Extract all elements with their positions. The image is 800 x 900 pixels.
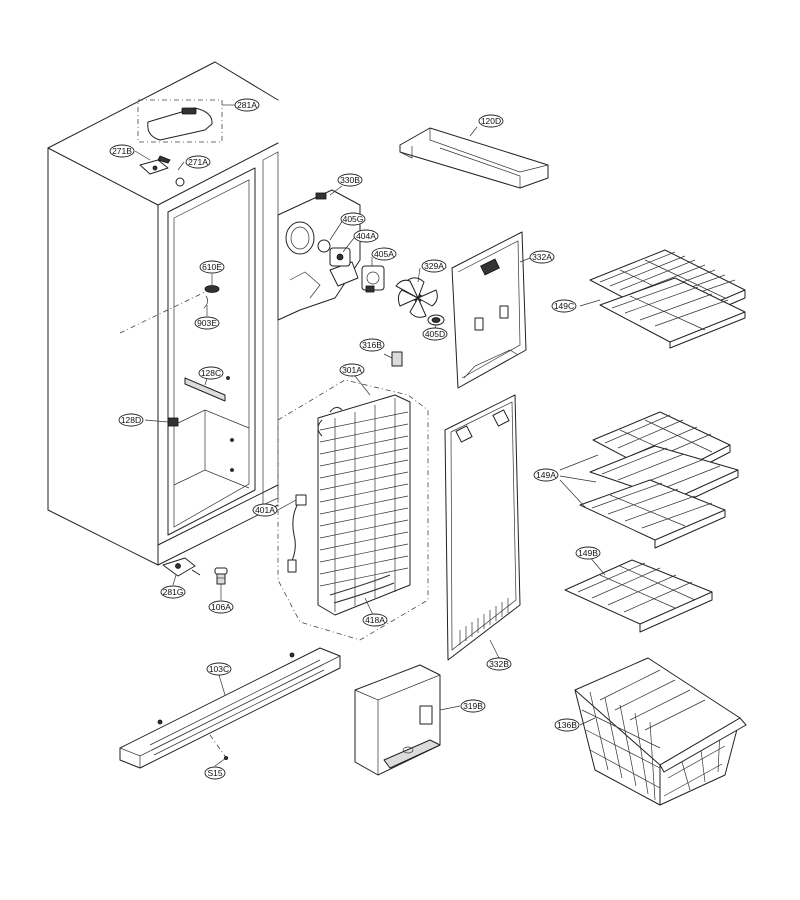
part-401A-heater-wire	[287, 494, 307, 573]
svg-text:128C: 128C	[201, 368, 221, 378]
callout-271A: 271A	[185, 155, 211, 169]
part-301A-evaporator	[277, 379, 429, 641]
svg-text:103C: 103C	[209, 664, 229, 674]
part-149B-shelf	[564, 559, 713, 633]
callout-405D: 405D	[422, 327, 448, 341]
svg-text:330B: 330B	[340, 175, 360, 185]
part-418A-drain-heater	[329, 574, 395, 604]
callout-316B: 316B	[359, 338, 385, 352]
part-120D-bracket	[399, 127, 549, 189]
callout-301A: 301A	[339, 363, 365, 377]
svg-text:319B: 319B	[463, 701, 483, 711]
callout-271B: 271B	[109, 144, 135, 158]
part-149C-shelves	[589, 249, 746, 349]
part-103C-base-grille	[119, 647, 341, 769]
svg-text:136B: 136B	[557, 720, 577, 730]
callout-281G: 281G	[160, 585, 186, 599]
svg-text:329A: 329A	[424, 261, 444, 271]
svg-text:332A: 332A	[532, 252, 552, 262]
svg-text:S15: S15	[207, 768, 222, 778]
callout-149B: 149B	[575, 546, 601, 560]
svg-text:106A: 106A	[211, 602, 231, 612]
svg-text:903E: 903E	[197, 318, 217, 328]
svg-text:149B: 149B	[578, 548, 598, 558]
svg-text:610E: 610E	[202, 262, 222, 272]
svg-text:405D: 405D	[425, 329, 445, 339]
callout-149C: 149C	[551, 299, 577, 313]
refrigerator-cabinet	[47, 61, 279, 566]
callout-332B: 332B	[486, 657, 512, 671]
part-404A-fan-motor	[317, 239, 351, 267]
callout-103C: 103C	[206, 662, 232, 676]
svg-text:401A: 401A	[255, 505, 275, 515]
callout-332A: 332A	[529, 250, 555, 264]
callout-128C: 128C	[198, 366, 224, 380]
svg-text:271A: 271A	[188, 157, 208, 167]
part-149A-shelves	[579, 411, 739, 549]
callout-329A: 329A	[421, 259, 447, 273]
callout-128D: 128D	[118, 413, 144, 427]
callout-281A: 281A	[234, 98, 260, 112]
callout-S15: S15	[204, 766, 226, 780]
part-281A-hinge-cover	[137, 99, 223, 143]
callout-136B: 136B	[554, 718, 580, 732]
svg-text:404A: 404A	[356, 231, 376, 241]
callout-405A: 405A	[371, 247, 397, 261]
callout-610E: 610E	[199, 260, 225, 274]
part-405A-motor	[361, 265, 385, 293]
leader-lines	[134, 104, 606, 767]
svg-text:271B: 271B	[112, 146, 132, 156]
svg-text:316B: 316B	[362, 340, 382, 350]
part-330B-fan-shroud	[277, 189, 361, 321]
svg-text:332B: 332B	[489, 659, 509, 669]
svg-text:128D: 128D	[121, 415, 141, 425]
svg-text:149C: 149C	[554, 301, 574, 311]
callout-149A: 149A	[533, 468, 559, 482]
part-316B-sensor	[391, 351, 403, 367]
callout-405G: 405G	[340, 212, 366, 226]
svg-text:301A: 301A	[342, 365, 362, 375]
svg-text:149A: 149A	[536, 470, 556, 480]
part-329A-fan-blade	[395, 277, 438, 318]
callout-106A: 106A	[208, 600, 234, 614]
svg-text:281A: 281A	[237, 100, 257, 110]
part-271-hinge	[139, 155, 185, 187]
part-319B-drain-pan	[354, 664, 441, 776]
svg-text:405A: 405A	[374, 249, 394, 259]
part-405D-fan-mount	[427, 314, 445, 326]
svg-text:418A: 418A	[365, 615, 385, 625]
part-136B-basket	[574, 657, 747, 806]
part-281G-foot	[162, 557, 201, 577]
callout-120D: 120D	[478, 114, 504, 128]
part-106A-bolt	[214, 567, 228, 585]
part-332B-panel	[444, 394, 521, 661]
callout-401A: 401A	[252, 503, 278, 517]
svg-text:120D: 120D	[481, 116, 501, 126]
part-332A-evaporator-cover	[451, 231, 527, 389]
part-610E-lamp	[119, 285, 220, 334]
svg-text:405G: 405G	[343, 214, 364, 224]
callout-418A: 418A	[362, 613, 388, 627]
svg-text:281G: 281G	[163, 587, 184, 597]
callout-903E: 903E	[194, 316, 220, 330]
callout-330B: 330B	[337, 173, 363, 187]
callout-319B: 319B	[460, 699, 486, 713]
callout-404A: 404A	[353, 229, 379, 243]
